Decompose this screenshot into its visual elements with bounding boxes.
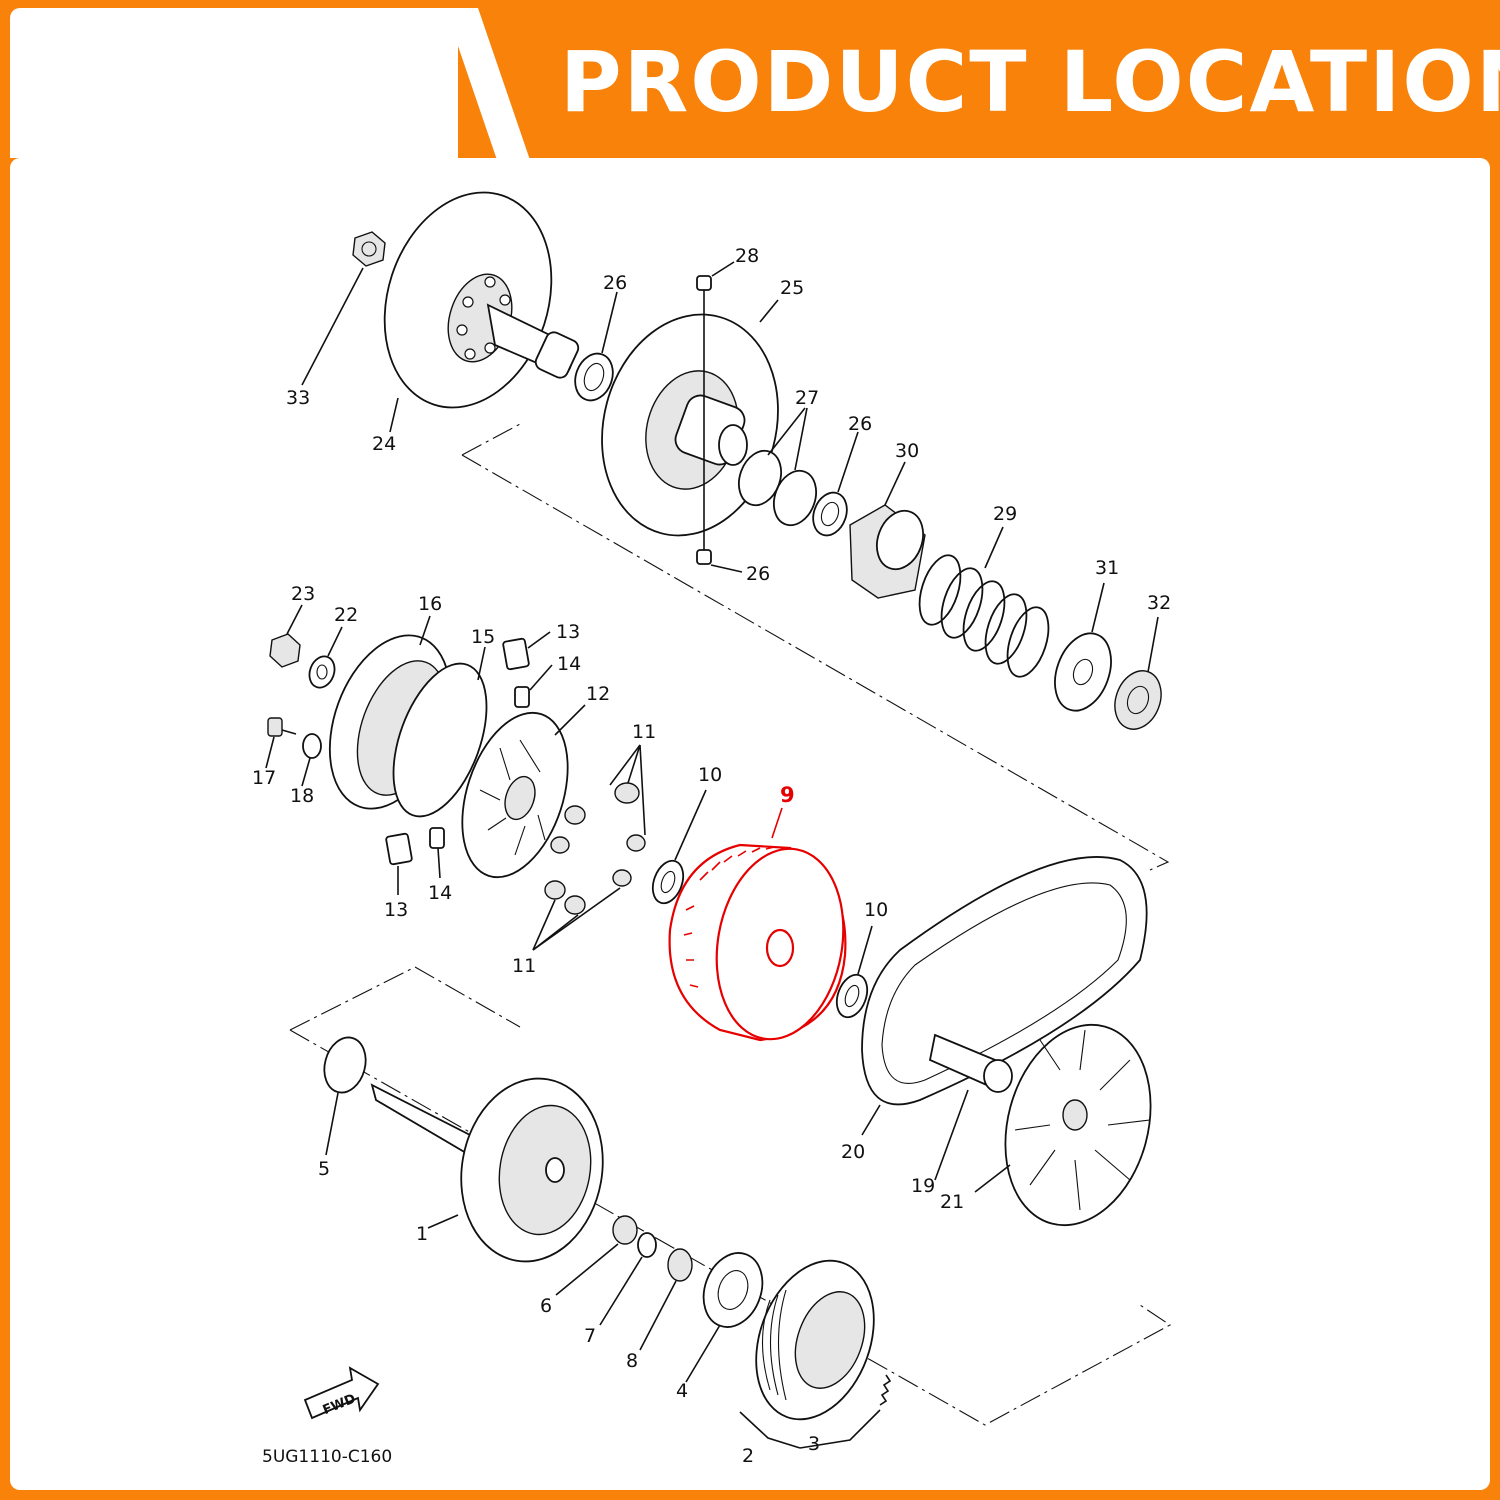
part-25-sliding-sheave	[601, 299, 779, 537]
page-title: PRODUCT LOCATION	[560, 33, 1500, 131]
callout-24: 24	[372, 433, 396, 455]
diagram-code: 5UG1110-C160	[262, 1447, 392, 1467]
callout-27: 27	[795, 387, 819, 409]
part-4-bearing	[685, 1252, 764, 1383]
part-28-pin	[696, 261, 735, 550]
callout-15: 15	[471, 626, 495, 648]
callout-12: 12	[586, 683, 610, 705]
part-3-spring	[799, 1374, 892, 1449]
callout-2: 2	[742, 1445, 754, 1467]
callout-10-a: 10	[698, 764, 722, 786]
part-13-slider-upper	[502, 631, 551, 671]
callout-1: 1	[416, 1223, 428, 1245]
callout-11-a: 11	[632, 721, 656, 743]
part-8-collar	[639, 1248, 693, 1351]
callout-21: 21	[940, 1191, 964, 1213]
callout-32: 32	[1147, 592, 1171, 614]
part-14-slider-lower	[429, 827, 445, 879]
part-15-seal-ring	[392, 646, 488, 818]
part-14-slider-upper	[514, 664, 553, 708]
banner-left-tab	[10, 8, 458, 158]
callout-33: 33	[286, 387, 310, 409]
part-23-nut	[269, 604, 303, 668]
part-26-washer-upper	[574, 291, 618, 402]
part-24-fixed-sheave	[383, 191, 580, 433]
part-22-washer	[308, 626, 343, 689]
part-29-spring	[918, 526, 1050, 678]
callout-14-b: 14	[428, 882, 452, 904]
callout-13-b: 13	[384, 899, 408, 921]
callout-22: 22	[334, 604, 358, 626]
callout-26-b: 26	[848, 413, 872, 435]
callout-14-a: 14	[557, 653, 581, 675]
part-21-fan-sheave	[974, 1023, 1152, 1227]
part-18-washer	[301, 733, 322, 787]
callout-26-c: 26	[746, 563, 770, 585]
part-27-o-rings	[738, 407, 817, 527]
part-31-washer	[1054, 582, 1112, 712]
callout-17: 17	[252, 767, 276, 789]
callout-13-a: 13	[556, 621, 580, 643]
part-26-seal-middle	[812, 431, 859, 537]
part-12-primary-sheave	[461, 704, 586, 879]
part-13-slider-lower	[385, 832, 413, 895]
part-26-pin-lower	[696, 549, 743, 573]
part-5-circlip	[323, 1036, 367, 1156]
callout-31: 31	[1095, 557, 1119, 579]
callout-3: 3	[808, 1433, 820, 1455]
part-19-collar	[928, 1033, 1013, 1181]
callout-18: 18	[290, 785, 314, 807]
callout-29: 29	[993, 503, 1017, 525]
callout-10-b: 10	[864, 899, 888, 921]
callout-labels: 33 24 26 28 25 27 26 30 26 29 31 32 23 2…	[252, 245, 1171, 1467]
callout-11-b: 11	[512, 955, 536, 977]
callout-23: 23	[291, 583, 315, 605]
callout-30: 30	[895, 440, 919, 462]
callout-5: 5	[318, 1158, 330, 1180]
part-17-bolt	[265, 717, 297, 769]
fwd-arrow-icon: FWD	[303, 1366, 380, 1420]
part-9-highlighted-plate	[668, 807, 847, 1042]
part-1-clutch-housing	[370, 1077, 604, 1263]
callout-6: 6	[540, 1295, 552, 1317]
part-32-nut	[1114, 616, 1162, 730]
callout-26-a: 26	[603, 272, 627, 294]
callout-19: 19	[911, 1175, 935, 1197]
callout-16: 16	[418, 593, 442, 615]
callout-8: 8	[626, 1350, 638, 1372]
part-10-washer-lower	[835, 925, 873, 1019]
part-6-bearing	[555, 1215, 638, 1296]
callout-25: 25	[780, 277, 804, 299]
callout-7: 7	[584, 1325, 596, 1347]
banner-stripes	[445, 8, 530, 160]
callout-20: 20	[841, 1141, 865, 1163]
part-10-washer-upper	[651, 789, 707, 905]
callout-4: 4	[676, 1380, 688, 1402]
callout-28: 28	[735, 245, 759, 267]
part-7-oil-seal	[599, 1232, 657, 1326]
part-33-nut	[301, 231, 386, 386]
part-11-rollers	[532, 744, 646, 951]
part-30-collar	[849, 461, 926, 599]
group-frame-upper	[461, 422, 1170, 871]
callout-9-highlighted: 9	[780, 783, 795, 807]
part-2-clutch-carrier	[739, 1259, 875, 1449]
